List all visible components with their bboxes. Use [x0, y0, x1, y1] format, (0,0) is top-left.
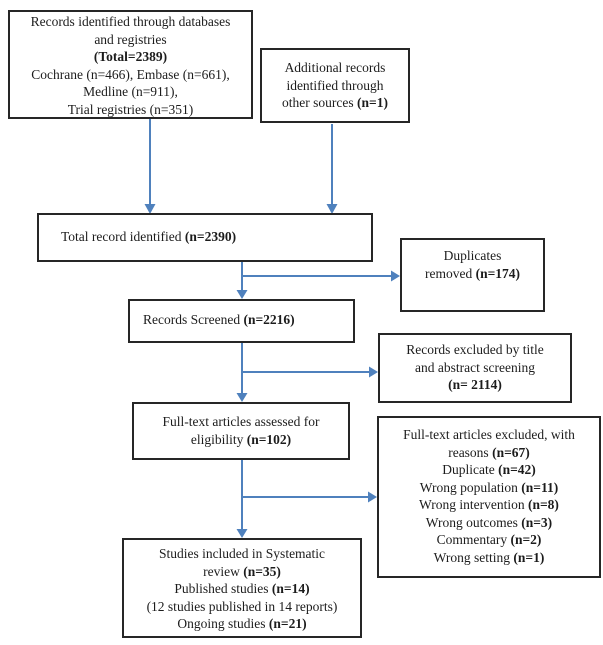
text-segment: Records Screened: [143, 312, 244, 327]
text-segment: (n=174): [475, 265, 521, 281]
text-segment: (n=2216): [243, 312, 295, 327]
box-text-line: Trial registries (n=351): [13, 101, 248, 119]
box-text-line: Ongoing studies (n=21): [127, 615, 357, 633]
arrow-identified-to-total: [144, 119, 156, 214]
box-text-line: other sources (n=1): [265, 94, 405, 112]
text-segment: Medline (n=911),: [83, 84, 178, 99]
box-text-line: Wrong setting (n=1): [382, 549, 596, 567]
text-segment: Wrong outcomes: [425, 514, 522, 530]
text-segment: removed: [424, 265, 476, 281]
text-segment: (n=3): [521, 514, 553, 530]
text-segment: Wrong setting: [433, 549, 514, 565]
text-segment: (n=14): [271, 581, 310, 596]
box-text-line: Additional records: [265, 59, 405, 77]
text-segment: and abstract screening: [415, 359, 535, 375]
text-segment: Records excluded by title: [406, 342, 544, 357]
text-segment: Studies included in Systematic: [158, 546, 326, 561]
box-text-line: and registries: [13, 31, 248, 49]
node-fulltext-excluded: Full-text articles excluded, with reasons…: [377, 416, 601, 578]
text-segment: (n=102): [246, 431, 292, 447]
text-segment: Total record identified: [61, 229, 185, 244]
text-segment: (n=21): [268, 616, 307, 631]
text-segment: Trial registries (n=351): [67, 101, 194, 117]
text-segment: Full-text articles excluded, with: [403, 427, 575, 442]
arrow-additional-to-total: [326, 124, 338, 214]
box-text-line: Records identified through databases: [13, 13, 248, 31]
arrow-total-to-screened: [236, 262, 248, 299]
node-total-records-identified: Total record identified (n=2390): [37, 213, 373, 262]
box-text-line: (12 studies published in 14 reports): [127, 598, 357, 616]
text-segment: (n=1): [357, 95, 388, 110]
box-text-line: Medline (n=911),: [13, 83, 248, 101]
text-segment: (Total=2389): [93, 49, 168, 64]
text-segment: (n=1): [513, 549, 545, 565]
box-text-line: Duplicate (n=42): [382, 461, 596, 479]
box-text-line: eligibility (n=102): [137, 431, 345, 449]
box-text-line: Records Screened (n=2216): [143, 311, 350, 329]
arrow-fulltext-to-included: [236, 460, 248, 538]
box-text-line: Cochrane (n=466), Embase (n=661),: [13, 66, 248, 84]
node-fulltext-assessed: Full-text articles assessed for eligibili…: [132, 402, 350, 460]
text-segment: identified through: [286, 77, 384, 93]
text-segment: Wrong intervention: [419, 497, 528, 512]
text-segment: Full-text articles assessed for: [162, 414, 320, 429]
box-text-line: review (n=35): [127, 563, 357, 581]
text-segment: and registries: [94, 31, 167, 47]
text-segment: Wrong population: [419, 479, 522, 495]
text-segment: (n=2390): [184, 229, 237, 244]
box-text-line: removed (n=174): [405, 265, 540, 283]
text-segment: Cochrane (n=466), Embase (n=661),: [31, 66, 230, 82]
box-text-line: Wrong intervention (n=8): [382, 496, 596, 514]
text-segment: Ongoing studies: [177, 616, 269, 631]
box-text-line: (n= 2114): [383, 376, 567, 394]
text-segment: (n=2): [510, 532, 542, 547]
text-segment: (12 studies published in 14 reports): [146, 598, 338, 614]
text-segment: (n=11): [521, 479, 559, 495]
box-text-line: Total record identified (n=2390): [61, 228, 368, 246]
box-text-line: Full-text articles assessed for: [137, 413, 345, 431]
text-segment: (n=67): [492, 444, 530, 460]
text-segment: Duplicate: [442, 462, 499, 477]
text-segment: (n=42): [498, 462, 536, 477]
arrow-screened-to-excluded: [242, 366, 378, 378]
box-text-line: reasons (n=67): [382, 444, 596, 462]
box-text-line: Wrong outcomes (n=3): [382, 514, 596, 532]
text-segment: Commentary: [436, 532, 511, 547]
box-text-line: identified through: [265, 77, 405, 95]
arrow-screened-to-fulltext: [236, 343, 248, 402]
text-segment: (n=8): [527, 497, 559, 512]
text-segment: (n=35): [243, 563, 281, 579]
arrow-fulltext-to-excluded: [242, 491, 377, 503]
box-text-line: Published studies (n=14): [127, 580, 357, 598]
text-segment: Records identified through databases: [30, 14, 231, 29]
text-segment: reasons: [448, 444, 493, 460]
box-text-line: (Total=2389): [13, 48, 248, 66]
node-records-identified: Records identified through databases and …: [8, 10, 253, 119]
node-studies-included: Studies included in Systematic review (n=…: [122, 538, 362, 638]
box-text-line: Studies included in Systematic: [127, 545, 357, 563]
arrow-total-to-duplicates: [242, 270, 400, 282]
text-segment: other sources: [282, 95, 358, 110]
box-text-line: Wrong population (n=11): [382, 479, 596, 497]
text-segment: review: [203, 563, 244, 579]
box-text-line: and abstract screening: [383, 359, 567, 377]
node-records-excluded: Records excluded by title and abstract sc…: [378, 333, 572, 403]
box-text-line: Commentary (n=2): [382, 531, 596, 549]
node-records-screened: Records Screened (n=2216): [128, 299, 355, 343]
text-segment: (n= 2114): [448, 377, 502, 392]
text-segment: Duplicates: [443, 248, 502, 263]
box-text-line: Records excluded by title: [383, 341, 567, 359]
text-segment: eligibility: [190, 431, 247, 447]
text-segment: Additional records: [284, 60, 386, 75]
box-text-line: Full-text articles excluded, with: [382, 426, 596, 444]
text-segment: Published studies: [174, 581, 272, 596]
box-text-line: Duplicates: [405, 247, 540, 265]
node-duplicates-removed: Duplicates removed (n=174): [400, 238, 545, 312]
